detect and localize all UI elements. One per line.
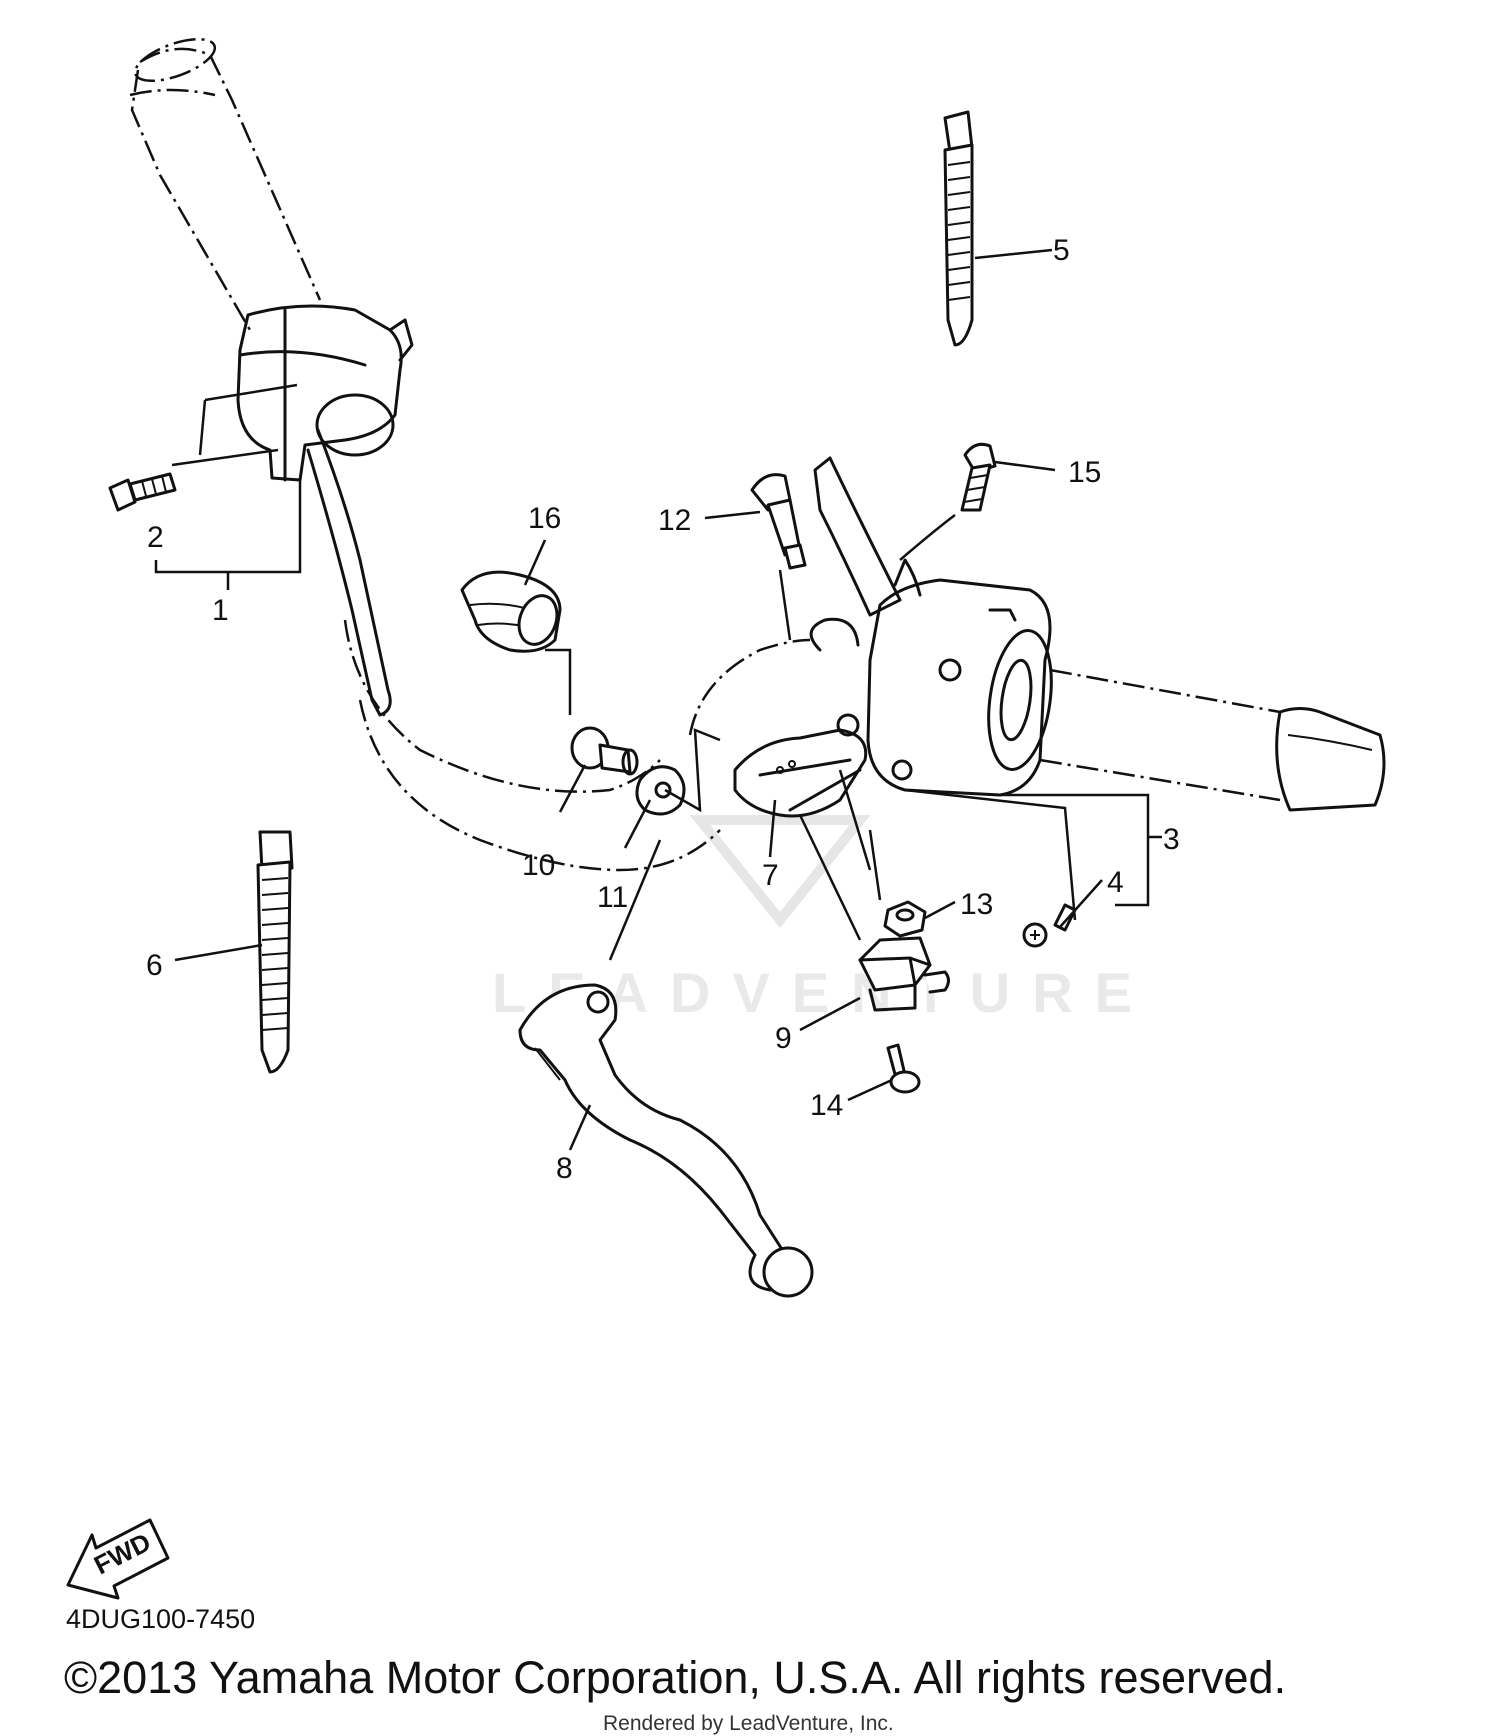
copyright-notice: ©2013 Yamaha Motor Corporation, U.S.A. A… <box>64 1652 1287 1703</box>
bracket-1 <box>154 383 302 590</box>
callout-15: 15 <box>1068 456 1101 489</box>
callout-10: 10 <box>522 849 555 882</box>
switch-9[interactable] <box>858 936 950 1012</box>
cable-tie-6[interactable] <box>256 830 294 1074</box>
locknut-11[interactable] <box>635 765 686 816</box>
callout-3: 3 <box>1163 823 1180 856</box>
callout-4: 4 <box>1107 866 1124 899</box>
bolt-15[interactable] <box>960 442 997 512</box>
nut-13[interactable] <box>883 900 927 938</box>
bracket-3 <box>1000 793 1162 907</box>
adjuster-boot-16[interactable] <box>460 570 563 653</box>
assembly-lines <box>545 514 1077 961</box>
bolt-12[interactable] <box>750 473 807 570</box>
callout-16: 16 <box>528 502 561 535</box>
adjuster-10[interactable] <box>570 726 639 776</box>
callout-7: 7 <box>762 859 779 892</box>
callout-5: 5 <box>1053 234 1070 267</box>
diagram-code: 4DUG100-7450 <box>66 1604 256 1634</box>
callout-1: 1 <box>212 594 229 627</box>
callout-14: 14 <box>810 1089 843 1122</box>
right-switch-housing[interactable] <box>813 456 1059 797</box>
right-grip-outline <box>1039 668 1386 812</box>
callout-12: 12 <box>658 504 691 537</box>
callout-leaders <box>174 248 1103 1151</box>
screw-14[interactable] <box>886 1043 921 1094</box>
bolt-2[interactable] <box>108 472 177 512</box>
callout-9: 9 <box>775 1022 792 1055</box>
callout-11: 11 <box>597 881 628 914</box>
callout-8: 8 <box>556 1152 573 1185</box>
clutch-lever-8[interactable] <box>518 983 814 1298</box>
cable-tie-5[interactable] <box>943 110 974 347</box>
callout-2: 2 <box>147 521 164 554</box>
callout-labels: 1 2 3 4 5 6 7 8 9 10 11 12 13 14 15 16 <box>146 234 1180 1185</box>
callout-6: 6 <box>146 949 163 982</box>
left-grip-outline <box>129 37 322 331</box>
fwd-arrow-icon: FWD <box>66 1518 170 1600</box>
lever-bracket-7[interactable] <box>733 617 868 818</box>
rendered-by-notice: Rendered by LeadVenture, Inc. <box>603 1712 894 1735</box>
handlebar-tube[interactable] <box>306 428 811 872</box>
left-switch-housing[interactable] <box>236 304 414 482</box>
callout-13: 13 <box>960 888 993 921</box>
screw-4[interactable] <box>1022 903 1077 948</box>
